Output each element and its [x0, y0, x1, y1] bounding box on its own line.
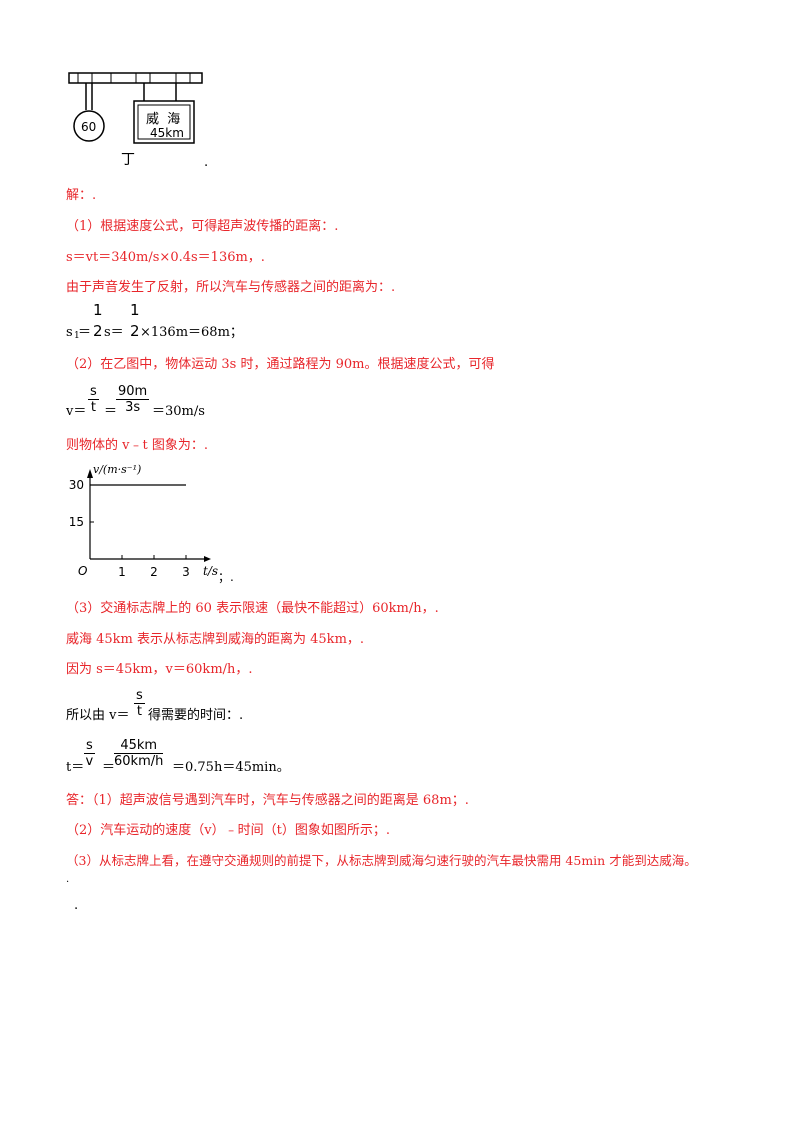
fraction-s-over-t: s t [88, 384, 99, 415]
step3-distance-text: 威海 45km 表示从标志牌到威海的距离为 45km，. [66, 632, 365, 647]
sign-gantry-drawing [68, 72, 203, 144]
y-tick-label: 30 [69, 478, 84, 492]
equation-velocity: v＝ s t ＝ 90m 3s ＝30m/s [66, 384, 326, 424]
speed-limit-value: 60 [81, 120, 97, 134]
eq2-lhs: s [66, 325, 73, 340]
frac-denominator: v [85, 754, 94, 769]
chart-tail: ；. [218, 570, 234, 584]
fraction-one-half-a: 1 2 [91, 303, 105, 339]
reflection-text: 由于声音发生了反射，所以汽车与传感器之间的距离为：. [66, 280, 396, 295]
frac-numerator: 45km [114, 738, 164, 754]
frac-denominator: 3s [125, 400, 141, 415]
formula-post: 得需要的时间：. [148, 708, 244, 723]
fraction-s-over-t-b: s t [134, 688, 145, 719]
fraction-one-half-b: 1 2 [128, 303, 142, 339]
stray-dot-1: . [66, 874, 70, 885]
eq2-equals: ＝ [78, 325, 92, 340]
vt-graph: 123153045 v/(m·s⁻¹) t/s O ；. [60, 441, 260, 588]
chart-xlabel: t/s [203, 564, 219, 578]
frac-denominator: t [90, 400, 96, 415]
answer-2: （2）汽车运动的速度（v）﹣时间（t）图象如图所示；. [66, 823, 390, 838]
x-tick-label: 1 [118, 565, 126, 579]
graph-intro-text: 则物体的 v﹣t 图象为：. [66, 438, 208, 453]
eq3-tail: ＝30m/s [152, 404, 205, 419]
step1-text: （1）根据速度公式，可得超声波传播的距离：. [66, 219, 339, 234]
stray-dot-2: . [74, 898, 79, 913]
chart-origin: O [78, 564, 88, 578]
chart-ylabel: v/(m·s⁻¹) [93, 463, 142, 476]
formula-line: 所以由 v＝ s t 得需要的时间：. [66, 688, 366, 728]
fraction-s-over-v: s v [84, 738, 95, 769]
frac-denominator: 2 [130, 322, 140, 340]
sign-city-name: 威 海 [146, 112, 181, 127]
frac-numerator: 1 [93, 301, 103, 319]
step2-text: （2）在乙图中，物体运动 3s 时，通过路程为 90m。根据速度公式，可得 [66, 357, 495, 372]
eq2-tail: ×136m＝68m； [140, 325, 243, 340]
frac-denominator: 2 [93, 322, 103, 340]
equation-distance: s＝vt＝340m/s×0.4s＝136m，. [66, 250, 265, 265]
frac-numerator: s [134, 688, 145, 704]
fraction-90m-over-3s: 90m 3s [116, 384, 150, 415]
step3-given-text: 因为 s＝45km，v＝60km/h，. [66, 662, 253, 677]
eq4-lhs: t＝ [66, 760, 85, 775]
equation-half-distance: s 1 ＝ 1 2 s＝ 1 2 ×136m＝68m； [66, 303, 326, 343]
frac-denominator: 60km/h [114, 754, 164, 769]
figure-caption: 丁 [121, 152, 135, 168]
answer-3: （3）从标志牌上看，在遵守交通规则的前提下，从标志牌到威海匀速行驶的汽车最快需用… [66, 853, 697, 868]
eq3-lhs: v＝ [66, 404, 87, 419]
frac-numerator: s [84, 738, 95, 754]
solution-label: 解：. [66, 188, 97, 203]
eq2-subscript: 1 [74, 331, 80, 341]
frac-numerator: 1 [130, 301, 140, 319]
fraction-45km-over-60kmh: 45km 60km/h [114, 738, 164, 769]
sign-distance: 45km [150, 126, 184, 140]
eq2-mid: s＝ [104, 325, 124, 340]
y-axis-arrow [87, 469, 93, 478]
formula-pre: 所以由 v＝ [66, 708, 130, 723]
frac-denominator: t [136, 704, 142, 719]
x-tick-label: 3 [182, 565, 190, 579]
y-tick-label: 15 [69, 515, 84, 529]
x-tick-label: 2 [150, 565, 158, 579]
frac-numerator: s [88, 384, 99, 400]
trailing-dot: . [204, 155, 209, 170]
answer-1: 答：（1）超声波信号遇到汽车时，汽车与传感器之间的距离是 68m；. [66, 793, 469, 808]
eq4-tail: ＝0.75h＝45min。 [172, 760, 290, 775]
eq3-mid: ＝ [104, 404, 118, 419]
x-axis-arrow [204, 556, 211, 562]
frac-numerator: 90m [116, 384, 150, 400]
eq4-mid: ＝ [102, 760, 116, 775]
equation-time: t＝ s v ＝ 45km 60km/h ＝0.75h＝45min。 [66, 738, 366, 778]
traffic-sign-figure: 60 威 海 45km 丁 [66, 68, 216, 168]
step3-text: （3）交通标志牌上的 60 表示限速（最快不能超过）60km/h，. [66, 601, 439, 616]
